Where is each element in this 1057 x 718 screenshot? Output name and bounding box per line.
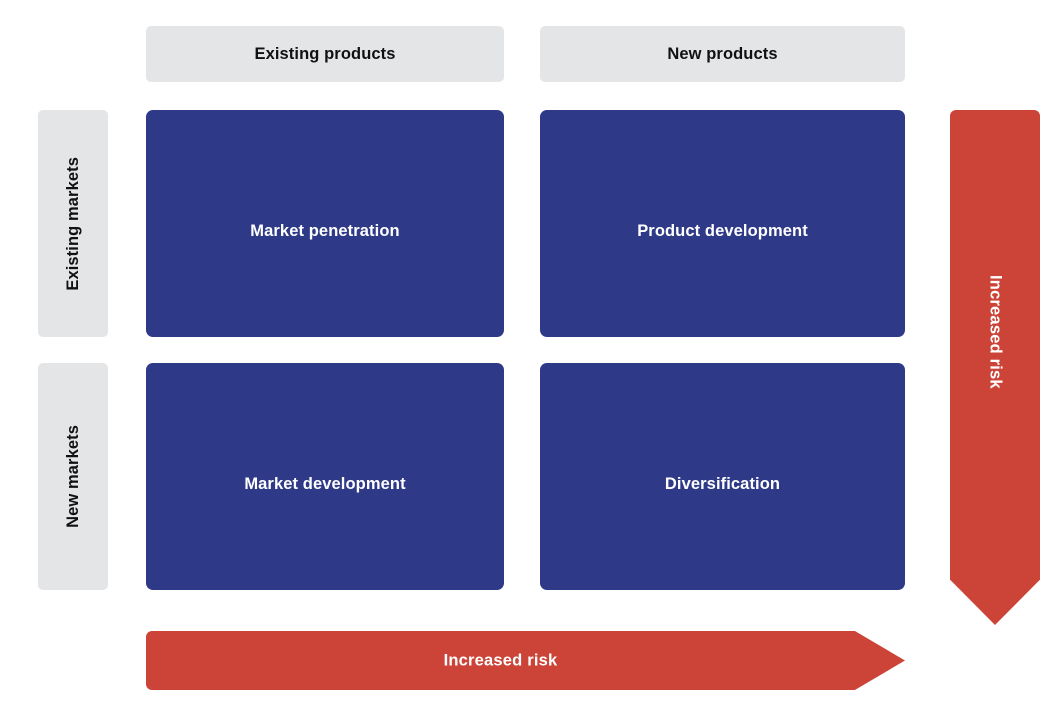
quadrant-label: Market penetration: [250, 222, 400, 240]
quadrant-diversification: Diversification: [540, 363, 905, 590]
quadrant-label: Product development: [637, 222, 808, 240]
column-header-label: New products: [667, 44, 778, 63]
quadrant-product-development: Product development: [540, 110, 905, 337]
row-header-existing-markets: Existing markets: [38, 110, 108, 337]
row-header-label: Existing markets: [63, 156, 82, 291]
quadrant-market-development: Market development: [146, 363, 504, 590]
row-header-label: New markets: [63, 425, 82, 528]
column-header-existing-products: Existing products: [146, 26, 504, 82]
increased-risk-label-vertical: Increased risk: [986, 275, 1005, 389]
column-header-label: Existing products: [254, 44, 396, 63]
increased-risk-label-horizontal: Increased risk: [443, 651, 558, 669]
row-header-new-markets: New markets: [38, 363, 108, 590]
quadrant-market-penetration: Market penetration: [146, 110, 504, 337]
increased-risk-arrow-vertical-icon: Increased risk: [950, 110, 1040, 625]
increased-risk-arrow-horizontal-icon: Increased risk: [146, 631, 905, 690]
quadrant-label: Diversification: [664, 475, 781, 493]
quadrant-label: Market development: [244, 475, 406, 493]
column-header-new-products: New products: [540, 26, 905, 82]
